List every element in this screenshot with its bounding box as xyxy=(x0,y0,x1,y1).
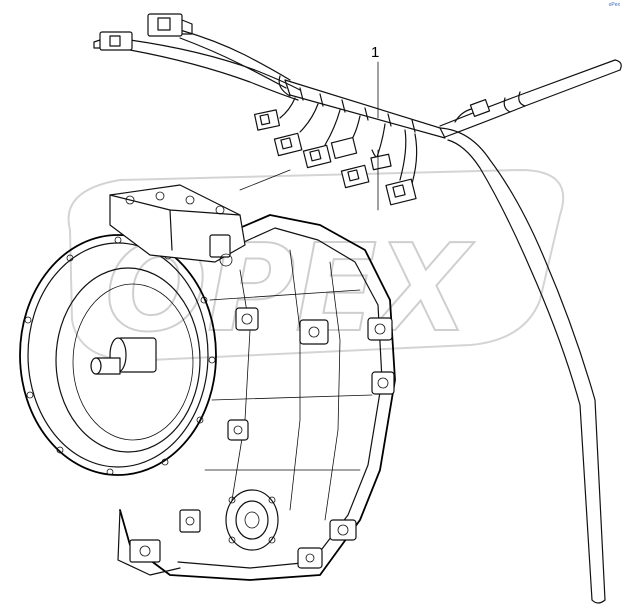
wiring-harness[interactable] xyxy=(93,13,622,604)
harness-branch-connectors[interactable] xyxy=(253,97,491,206)
input-shaft xyxy=(90,337,157,375)
mounting-bosses xyxy=(227,307,395,441)
callout-1: 1 xyxy=(371,44,379,211)
output-flange xyxy=(225,489,279,551)
harness-connector-top[interactable] xyxy=(147,13,193,37)
control-valve-block xyxy=(109,184,246,267)
callout-1-label: 1 xyxy=(371,44,379,61)
corner-logo-mark: oPex xyxy=(608,2,620,8)
assembly-leader-line xyxy=(239,169,291,191)
transmission-housing xyxy=(19,184,396,581)
harness-connector-top-left[interactable] xyxy=(93,31,133,51)
